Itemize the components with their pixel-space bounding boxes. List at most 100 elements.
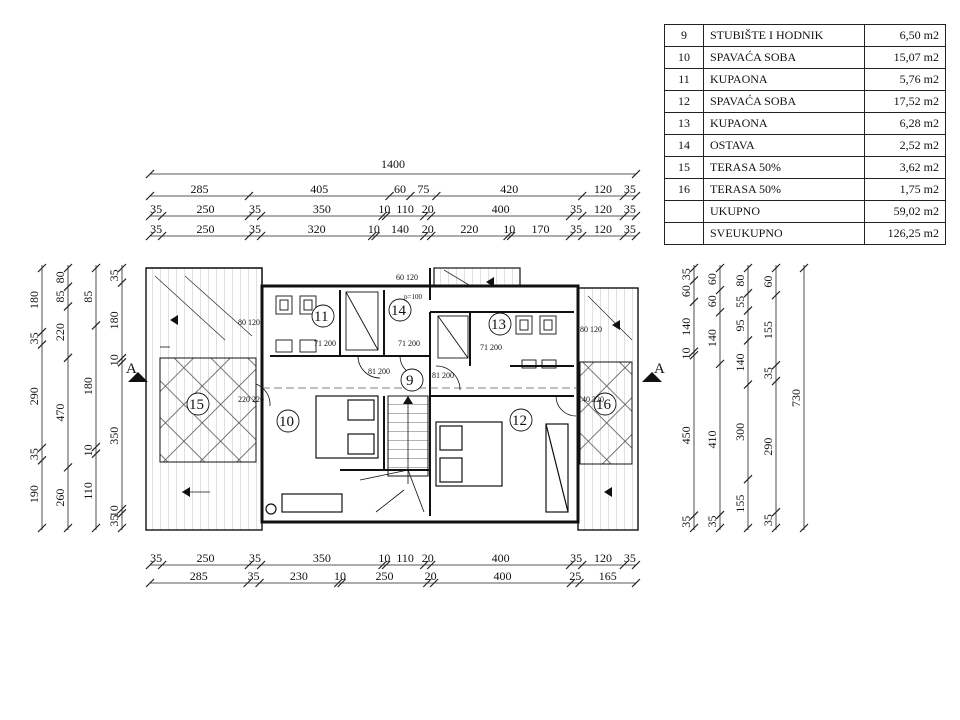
- dimension-tick: [743, 380, 753, 390]
- dimension-tick: [422, 578, 432, 588]
- room-labels: 9 10 11 12 13 14 15 16: [186, 298, 617, 433]
- dimension-label: 35: [570, 551, 582, 565]
- dimension-tick: [619, 231, 629, 241]
- dimension-label: 140: [733, 354, 747, 372]
- dimension-ticks: [37, 169, 809, 588]
- dimension-label: 10: [107, 505, 121, 517]
- dimension-label: 420: [500, 182, 518, 196]
- dimension-label: 10: [334, 569, 346, 583]
- dimension-tick: [631, 211, 641, 221]
- dimension-label: 110: [81, 482, 95, 500]
- opening-door-11: 80 120: [238, 318, 260, 327]
- dimension-tick: [117, 278, 127, 288]
- dimension-tick: [371, 231, 381, 241]
- dimension-label: 35: [107, 269, 121, 281]
- room-area-cell: 5,76 m2: [864, 68, 946, 91]
- dimension-tick: [91, 442, 101, 452]
- opening-door-13: 71 200: [480, 343, 502, 352]
- dimension-tick: [244, 191, 254, 201]
- dimension-tick: [157, 231, 167, 241]
- dimension-tick: [426, 231, 436, 241]
- dimension-tick: [771, 376, 781, 386]
- dimension-label: 290: [27, 387, 41, 405]
- dimension-tick: [63, 263, 73, 273]
- dimension-label: 10: [378, 551, 390, 565]
- dimension-label: 140: [679, 318, 693, 336]
- dimension-tick: [689, 347, 699, 357]
- dimension-label: 400: [492, 202, 510, 216]
- dimension-label: 25: [569, 569, 581, 583]
- dimension-tick: [63, 353, 73, 363]
- dimension-tick: [37, 455, 47, 465]
- dimension-label: 120: [594, 182, 612, 196]
- dimension-tick: [117, 504, 127, 514]
- dimension-label: 35: [107, 515, 121, 527]
- dimension-tick: [367, 231, 377, 241]
- dimension-label: 180: [27, 291, 41, 309]
- dimension-tick: [771, 507, 781, 517]
- dimension-tick: [145, 169, 155, 179]
- dimension-label: 155: [761, 321, 775, 339]
- room-10: 10: [279, 414, 294, 430]
- dimension-tick: [381, 211, 391, 221]
- dimension-label: 35: [705, 516, 719, 528]
- room-number-cell: 15: [664, 156, 704, 179]
- room-area-cell: 59,02 m2: [864, 200, 946, 223]
- dimension-label: 35: [570, 222, 582, 236]
- room-area-cell: 126,25 m2: [864, 222, 946, 245]
- dimension-label: 35: [624, 182, 636, 196]
- shower-note: p=100: [404, 293, 422, 301]
- room-name-cell: KUPAONA: [703, 112, 865, 135]
- dimension-label: 470: [53, 404, 67, 422]
- room-13: 13: [491, 317, 506, 333]
- dimension-label: 35: [679, 516, 693, 528]
- dimension-label: 60: [761, 276, 775, 288]
- dimension-label: 60: [705, 273, 719, 285]
- dimension-label: 35: [150, 202, 162, 216]
- dimension-tick: [506, 231, 516, 241]
- dimension-tick: [771, 263, 781, 273]
- room-number-cell: [664, 200, 704, 223]
- dimension-tick: [431, 191, 441, 201]
- dimension-label: 120: [594, 202, 612, 216]
- room-name-cell: UKUPNO: [703, 200, 865, 223]
- dimension-label: 165: [599, 569, 617, 583]
- dimension-label: 35: [150, 222, 162, 236]
- dimension-label: 110: [396, 551, 414, 565]
- dimension-label: 35: [249, 202, 261, 216]
- room-12: 12: [512, 413, 527, 429]
- dimension-label: 20: [422, 551, 434, 565]
- dimension-tick: [799, 263, 809, 273]
- dimension-label: 260: [53, 489, 67, 507]
- dimension-tick: [37, 443, 47, 453]
- room-number-cell: 9: [664, 24, 704, 47]
- dimension-tick: [255, 578, 264, 588]
- dimension-label: 35: [624, 202, 636, 216]
- dimension-label: 300: [733, 423, 747, 441]
- dimension-tick: [405, 191, 415, 201]
- dimension-lines: [41, 173, 805, 584]
- opening-door-13-right: 80 120: [580, 325, 602, 334]
- dimension-tick: [244, 560, 254, 570]
- room-area-cell: 1,75 m2: [864, 178, 946, 201]
- dimension-label: 285: [190, 569, 208, 583]
- room-area-cell: 2,52 m2: [864, 134, 946, 157]
- dimension-tick: [771, 290, 781, 300]
- dimension-label: 120: [594, 222, 612, 236]
- dimension-label: 35: [249, 222, 261, 236]
- dimension-label: 250: [197, 222, 215, 236]
- dimension-tick: [117, 357, 127, 367]
- dimension-tick: [565, 231, 575, 241]
- dimension-label: 55: [733, 296, 747, 308]
- dimension-tick: [63, 302, 73, 311]
- dimension-tick: [243, 578, 252, 588]
- room-number-cell: 16: [664, 178, 704, 201]
- dimension-label: 20: [425, 569, 437, 583]
- section-marker-left: A: [126, 361, 148, 382]
